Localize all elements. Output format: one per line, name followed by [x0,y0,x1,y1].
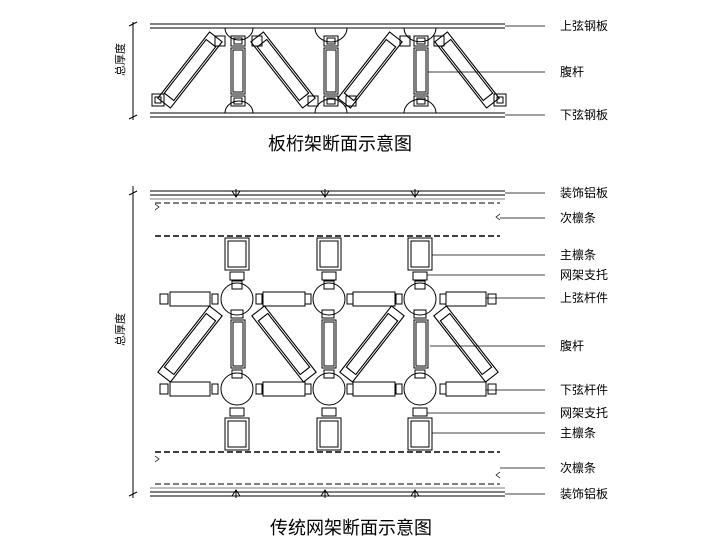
secondary-purlin-bottom-label: 次檩条 [560,461,597,475]
space-frame-section [128,186,545,498]
bottom-chord-member-label: 下弦杆件 [560,383,609,397]
bottom-thickness-label: 总厚度 [114,313,127,346]
secondary-purlin-top-label: 次檩条 [560,211,597,225]
plate-truss-title: 板桁架断面示意图 [268,134,412,155]
decor-panel-top-label: 装饰铝板 [560,186,609,200]
top-chord-member-label: 上弦杆件 [560,291,609,305]
top-chord-plate-label: 上弦钢板 [560,19,609,33]
frame-web-label: 腹杆 [560,339,585,353]
decor-panel-bottom-label: 装饰铝板 [560,487,609,501]
bottom-chord-plate-label: 下弦钢板 [560,108,609,122]
main-purlin-bottom-label: 主檩条 [560,426,597,440]
frame-support-bottom-label: 网架支托 [560,406,609,420]
web-member-label: 腹杆 [560,65,585,79]
top-thickness-label: 总厚度 [114,43,127,76]
frame-support-top-label: 网架支托 [560,268,609,282]
space-frame-title: 传统网架断面示意图 [270,518,432,539]
plate-truss-section [128,21,545,120]
main-purlin-top-label: 主檩条 [560,248,597,262]
